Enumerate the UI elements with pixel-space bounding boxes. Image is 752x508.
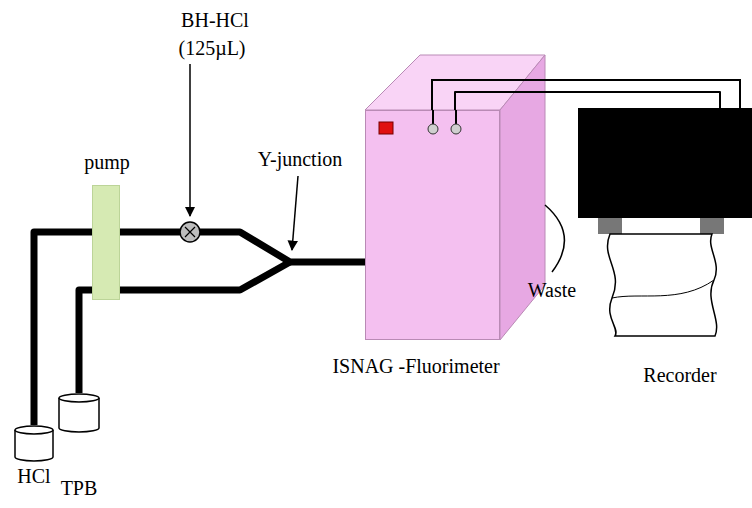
node-label: pump bbox=[84, 151, 130, 173]
junction-label: Y-junction bbox=[258, 148, 342, 170]
injection-valve bbox=[180, 222, 200, 242]
node-label: HCl bbox=[17, 465, 50, 487]
bottle-outline bbox=[58, 393, 100, 433]
paper-fold bbox=[612, 280, 714, 298]
recorder-foot bbox=[598, 218, 622, 234]
node-label: ISNAG -Fluorimeter bbox=[332, 355, 499, 377]
recorder-box: Recorder bbox=[578, 108, 752, 218]
indicator-lamp bbox=[379, 122, 393, 134]
node-label: TPB bbox=[61, 477, 98, 499]
waste-tube bbox=[545, 205, 564, 272]
recorder-foot bbox=[700, 218, 724, 234]
sample-label: BH-HCl bbox=[181, 9, 249, 31]
bottle-outline bbox=[14, 425, 54, 462]
reagent-bottle: HCl bbox=[14, 425, 54, 462]
fluorimeter-box: ISNAG -Fluorimeter bbox=[365, 110, 500, 340]
chart-paper bbox=[607, 234, 716, 336]
valve-mark bbox=[185, 227, 195, 237]
tube-branch bbox=[120, 262, 290, 290]
waste-label: Waste bbox=[528, 279, 576, 301]
pointer-arrow bbox=[292, 176, 298, 250]
flow-tube bbox=[79, 290, 92, 393]
flow-tube bbox=[120, 232, 365, 262]
terminal-knob bbox=[428, 124, 438, 134]
pointer-arrow bbox=[189, 64, 191, 216]
pump-box: pump bbox=[92, 185, 120, 300]
signal-wire bbox=[432, 80, 740, 110]
node-label: Recorder bbox=[643, 364, 716, 386]
terminal-knob bbox=[451, 124, 461, 134]
reagent-bottle: TPB bbox=[58, 393, 100, 433]
volume-label: (125µL) bbox=[178, 37, 245, 59]
fluorimeter-panel bbox=[366, 111, 499, 339]
